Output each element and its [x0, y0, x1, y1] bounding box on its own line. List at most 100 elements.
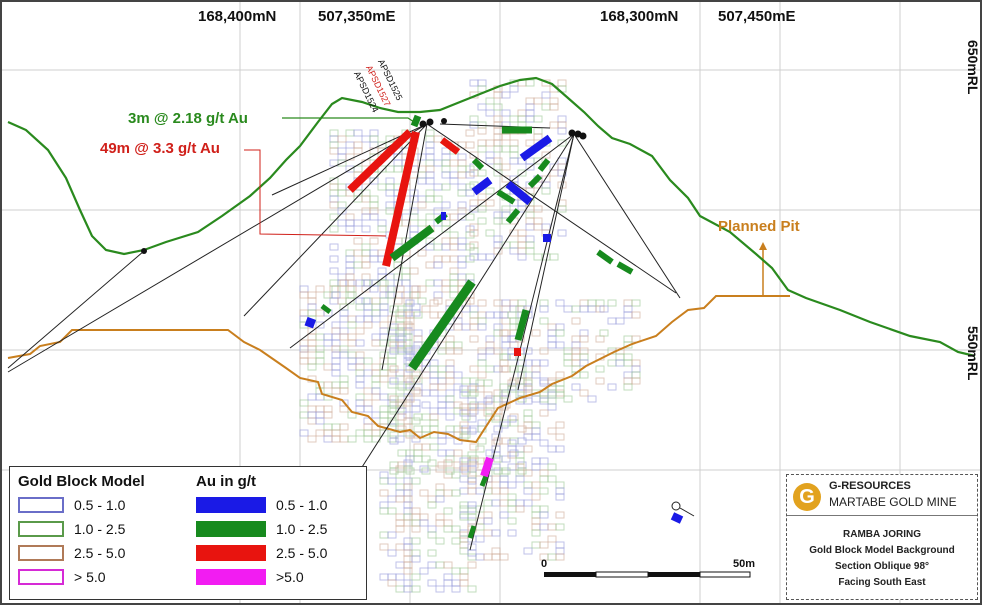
- block-cell: [369, 255, 379, 263]
- block-cell: [403, 309, 413, 317]
- block-cell: [491, 553, 501, 561]
- block-cell: [459, 505, 469, 513]
- block-cell: [417, 297, 427, 305]
- assay-blue: [519, 134, 553, 162]
- block-cell: [409, 285, 419, 293]
- block-cell: [555, 341, 565, 349]
- block-cell: [571, 359, 581, 367]
- block-cell: [451, 579, 461, 587]
- block-cell: [485, 449, 495, 457]
- block-cell: [501, 145, 511, 153]
- block-cell: [493, 121, 503, 129]
- block-cell: [631, 365, 641, 373]
- block-cell: [339, 435, 349, 443]
- block-cell: [555, 523, 565, 531]
- drill-collar-marker: [671, 501, 681, 511]
- block-cell: [461, 431, 471, 439]
- block-cell: [443, 561, 453, 569]
- collar-point: [141, 248, 147, 254]
- assay-green: [537, 158, 551, 172]
- block-cell: [363, 357, 373, 365]
- block-cell: [307, 417, 317, 425]
- block-cell: [467, 517, 477, 525]
- block-cell: [345, 213, 355, 221]
- au-legend-label: 0.5 - 1.0: [276, 497, 328, 513]
- block-cell: [437, 407, 447, 415]
- block-cell: [493, 217, 503, 225]
- block-cell: [429, 413, 439, 421]
- block-cell: [307, 303, 317, 311]
- block-cell: [517, 229, 527, 237]
- block-cell: [337, 279, 347, 287]
- block-cell: [315, 321, 325, 329]
- block-cell: [485, 311, 495, 319]
- block-cell: [369, 237, 379, 245]
- block-cell: [437, 395, 447, 403]
- block-cell: [501, 353, 511, 361]
- block-cell: [517, 115, 527, 123]
- block-cell: [469, 389, 479, 397]
- block-cell: [379, 393, 389, 401]
- block-cell: [509, 85, 519, 93]
- block-cell: [459, 513, 469, 521]
- block-cell: [523, 487, 533, 495]
- block-cell: [493, 235, 503, 243]
- block-cell: [427, 501, 437, 509]
- block-cell: [595, 299, 605, 307]
- block-cell: [413, 449, 423, 457]
- assay-green: [496, 189, 516, 205]
- block-cell: [509, 377, 519, 385]
- block-cell: [403, 381, 413, 389]
- block-cell: [429, 419, 439, 427]
- block-cell: [397, 323, 407, 331]
- block-cell: [385, 177, 395, 185]
- block-cell: [493, 127, 503, 135]
- block-cell: [427, 579, 437, 587]
- assay-green: [471, 157, 485, 171]
- block-cell: [411, 387, 421, 395]
- block-cell: [435, 519, 445, 527]
- block-cell: [525, 187, 535, 195]
- block-cell: [403, 483, 413, 491]
- block-cell: [493, 241, 503, 249]
- block-cell: [385, 183, 395, 191]
- block-cell: [395, 435, 405, 443]
- block-cell: [411, 519, 421, 527]
- block-cell: [347, 291, 357, 299]
- block-cell: [347, 351, 357, 359]
- block-cell: [523, 427, 533, 435]
- block-cell: [557, 127, 567, 135]
- block-cell: [363, 435, 373, 443]
- block-cell: [571, 347, 581, 355]
- title-block: G G-RESOURCES MARTABE GOLD MINE RAMBA JO…: [786, 474, 978, 600]
- block-cell: [501, 205, 511, 213]
- collar-point: [419, 120, 427, 128]
- block-cell: [361, 213, 371, 221]
- block-cell: [429, 311, 439, 319]
- block-cell: [425, 177, 435, 185]
- block-cell: [437, 449, 447, 457]
- block-cell: [477, 127, 487, 135]
- block-cell: [425, 171, 435, 179]
- block-cell: [533, 253, 543, 261]
- block-cell: [315, 309, 325, 317]
- block-cell: [477, 169, 487, 177]
- block-cell: [445, 449, 455, 457]
- block-cell: [525, 217, 535, 225]
- block-cell: [419, 465, 429, 473]
- block-cell: [595, 365, 605, 373]
- block-cell: [493, 395, 503, 403]
- block-cell: [475, 457, 485, 465]
- collar-point: [579, 132, 587, 140]
- block-cell: [403, 423, 413, 431]
- block-cell: [355, 303, 365, 311]
- block-cell: [531, 421, 541, 429]
- block-cell: [499, 353, 509, 361]
- block-cell: [493, 389, 503, 397]
- block-cell: [467, 397, 477, 405]
- block-cell: [547, 463, 557, 471]
- block-cell: [379, 291, 389, 299]
- block-cell: [571, 341, 581, 349]
- block-cell: [631, 377, 641, 385]
